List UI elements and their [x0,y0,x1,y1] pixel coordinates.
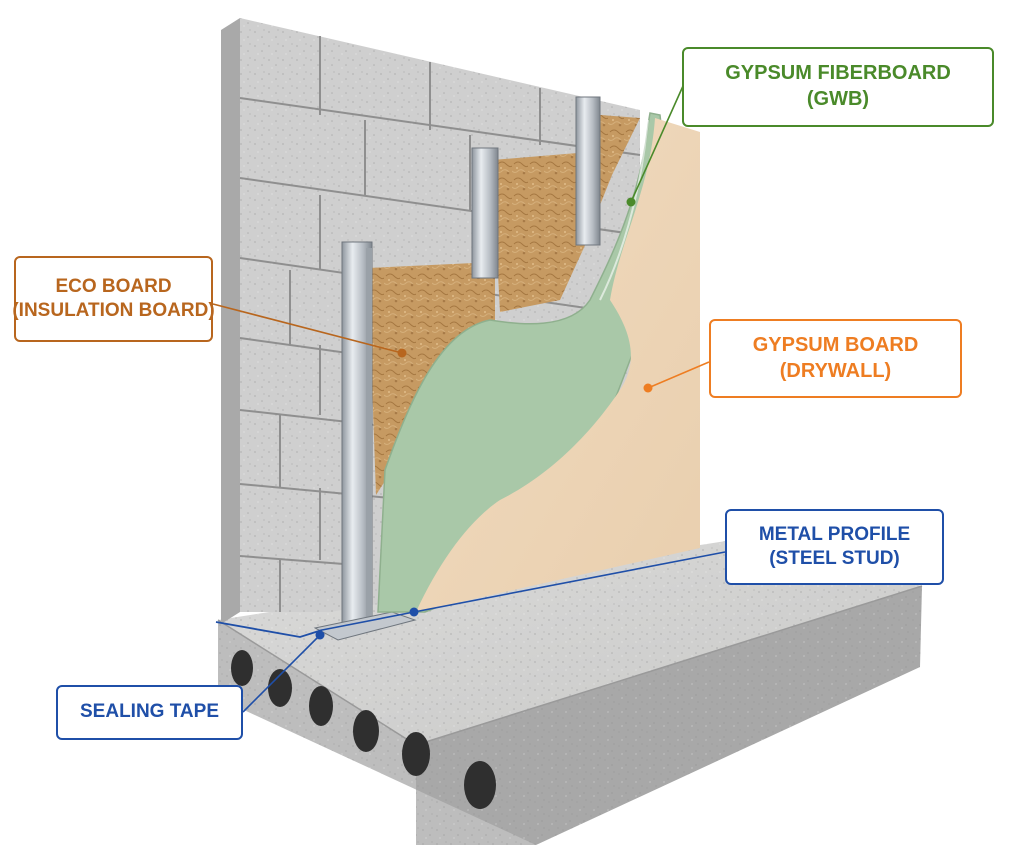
steel-stud-left-lip [366,248,372,628]
callout-gypsum-board-subtitle: (DRYWALL) [779,359,892,382]
leader-eco [212,303,403,354]
drywall-edge-highlight [599,119,649,301]
callout-gypsum-fiberboard-subtitle: (GWB) [806,88,870,110]
callout-metal-profile-subtitle: (STEEL STUD) [769,548,900,569]
leader-profile [413,551,726,613]
slab-core-5 [402,732,430,776]
callout-gypsum-fiberboard-title: GYPSUM FIBERBOARD [725,62,951,85]
leader-tape-b [321,611,415,631]
slab-right-speckle [416,586,922,845]
slab-core-6 [464,761,496,809]
callout-eco-board: ECO BOARD (INSULATION BOARD) [12,256,215,342]
dot-profile [409,607,419,617]
callout-sealing-tape-title: SEALING TAPE [80,701,219,723]
dot-drywall [643,383,653,393]
callout-metal-profile-title: METAL PROFILE [758,523,911,545]
callout-sealing-tape: SEALING TAPE [56,685,243,740]
steel-bottom-track [313,611,417,641]
leader-gwb [630,85,684,203]
insulation-panel-mid-texture [492,152,592,312]
slab-core-3 [309,686,333,726]
leader-drywall [647,361,710,389]
slab-core-4 [353,710,379,752]
dot-tape [315,630,325,640]
slab-top-speckle [218,541,922,745]
dot-gwb [626,197,636,207]
callout-gypsum-board-title: GYPSUM BOARD [752,333,919,356]
leader-lines [212,85,726,713]
steel-stud-right [575,96,601,246]
leader-tape-a [242,634,321,713]
callout-gypsum-fiberboard: GYPSUM FIBERBOARD (GWB) [682,47,994,127]
block-wall-side [221,18,240,624]
callout-metal-profile: METAL PROFILE (STEEL STUD) [725,509,944,585]
callout-eco-board-title: ECO BOARD [55,275,172,297]
callout-gypsum-board: GYPSUM BOARD (DRYWALL) [709,319,962,398]
hollow-core-slab [217,541,923,845]
slab-core-2 [268,669,292,707]
steel-studs [313,96,601,641]
gypsum-board-drywall-layer [416,118,700,612]
sealing-tape-strip [215,621,323,638]
callout-eco-board-subtitle: (INSULATION BOARD) [12,300,215,321]
leader-dots [315,197,653,640]
slab-core-1 [231,650,253,686]
insulation-panel-right-texture [588,114,640,225]
steel-stud-mid [471,147,499,279]
dot-eco [397,348,407,358]
